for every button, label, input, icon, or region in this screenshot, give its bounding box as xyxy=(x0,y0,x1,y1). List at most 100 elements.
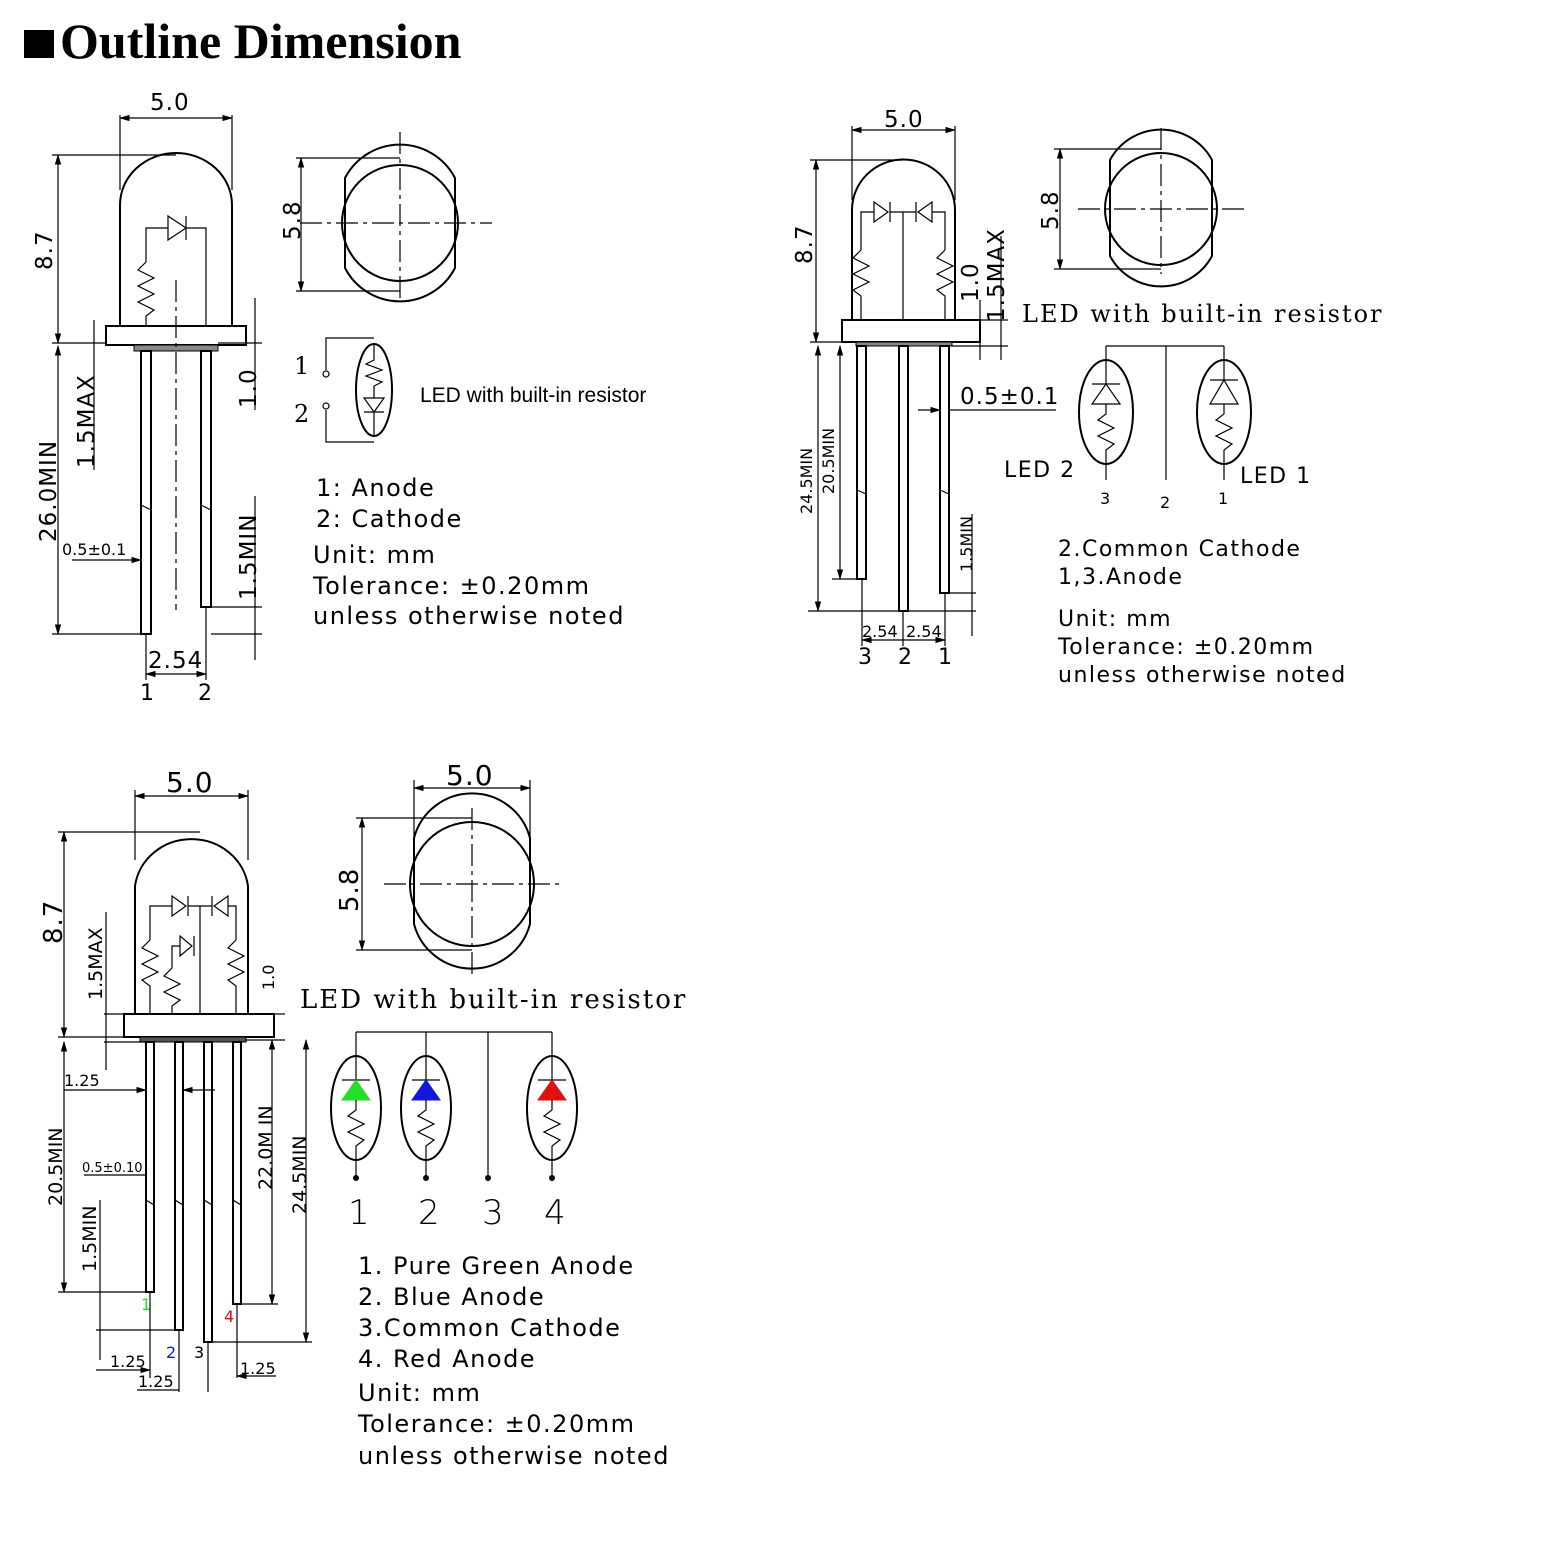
p2-top-view: 5.8 xyxy=(1038,128,1244,288)
p3-note-5: Tolerance: ±0.20mm xyxy=(357,1410,635,1438)
panel-1-two-pin-led: 5.0 8.7 1.5MAX 26.0MIN 0. xyxy=(32,90,646,706)
p1-1-5max-dim: 1.5MAX xyxy=(74,374,100,468)
p3-1-25-a: 1.25 xyxy=(110,1352,146,1371)
p1-schem-pin2: 2 xyxy=(294,400,311,428)
p3-schematic-label: LED with built-in resistor xyxy=(300,985,687,1015)
p3-1-25-c: 1.25 xyxy=(240,1359,276,1378)
p3-schem-pin1: 1 xyxy=(348,1193,370,1233)
p3-pin-2: 2 xyxy=(166,1343,176,1362)
p2-pin-2: 2 xyxy=(898,645,912,670)
p2-pitch-b: 2.54 xyxy=(906,622,942,641)
p2-top-dim: 5.8 xyxy=(1038,190,1064,230)
p2-led2-label: LED 2 xyxy=(1004,458,1076,483)
p1-top-view: 5.8 xyxy=(280,132,492,303)
p1-pin-1: 1 xyxy=(140,681,154,706)
p2-1-5max-dim: 1.5MAX xyxy=(984,228,1010,322)
resistor-symbol xyxy=(162,967,182,1014)
p3-note-1: 2. Blue Anode xyxy=(358,1283,545,1311)
p1-led-body xyxy=(119,152,233,326)
p3-schem-pin4: 4 xyxy=(544,1193,566,1233)
p1-schem-pin1: 1 xyxy=(294,352,311,380)
p3-1-0-dim: 1.0 xyxy=(259,965,278,990)
p2-note-3: Tolerance: ±0.20mm xyxy=(1057,635,1315,660)
p2-note-4: unless otherwise noted xyxy=(1058,663,1347,688)
p1-note-4: unless otherwise noted xyxy=(313,602,625,630)
p2-led1-label: LED 1 xyxy=(1240,464,1312,489)
p3-24-5min-dim: 24.5MIN xyxy=(289,1135,311,1214)
p3-pin-4: 4 xyxy=(224,1307,234,1326)
p2-width-dim: 5.0 xyxy=(884,107,924,133)
resistor-symbol xyxy=(226,939,246,1014)
panel-2-three-pin-led: 5.0 8.7 1.0 xyxy=(792,107,1384,688)
p2-lead-width-dim: 0.5±0.1 xyxy=(960,384,1059,410)
p1-note-0: 1: Anode xyxy=(316,474,435,502)
p1-top-dim: 5.8 xyxy=(280,200,306,240)
p3-1-5max-dim: 1.5MAX xyxy=(85,927,107,1000)
page-title: Outline Dimension xyxy=(60,13,462,69)
p1-1-0-dim: 1.0 xyxy=(236,368,262,408)
p1-pin-2: 2 xyxy=(198,681,212,706)
p3-height-dim: 8.7 xyxy=(39,900,69,944)
p3-top-width-dim: 5.0 xyxy=(446,759,494,792)
p3-22min-dim: 22.0M IN xyxy=(255,1105,277,1190)
p2-led-flange xyxy=(841,319,981,343)
p2-pitch-a: 2.54 xyxy=(862,622,898,641)
p1-26min-dim: 26.0MIN xyxy=(36,440,62,542)
p3-lead-width-dim: 0.5±0.10 xyxy=(82,1161,143,1176)
title-square-icon xyxy=(24,30,54,58)
p3-note-0: 1. Pure Green Anode xyxy=(358,1252,635,1280)
p3-pin-1: 1 xyxy=(141,1295,151,1314)
p2-schem-pin1: 1 xyxy=(1218,489,1228,508)
p1-height-dim: 8.7 xyxy=(32,230,58,270)
p3-20-5min-dim: 20.5MIN xyxy=(45,1127,67,1206)
p3-1-5min-dim: 1.5MIN xyxy=(79,1206,101,1272)
diode-symbol xyxy=(145,214,207,326)
p3-note-2: 3.Common Cathode xyxy=(358,1314,621,1342)
p2-led-body xyxy=(851,158,956,320)
p2-schem-pin3: 3 xyxy=(1100,489,1110,508)
resistor-symbol xyxy=(136,261,156,326)
resistor-symbol xyxy=(140,939,160,1014)
p3-1-25-top: 1.25 xyxy=(64,1071,100,1090)
diode-symbol xyxy=(149,894,237,1014)
p1-lead-width-dim: 0.5±0.1 xyxy=(62,540,126,559)
diode-symbol xyxy=(860,200,946,320)
panel-3-rgb-led: 5.0 8 xyxy=(39,759,687,1470)
p2-20-5min-dim: 20.5MIN xyxy=(819,428,838,494)
p3-1-25-b: 1.25 xyxy=(138,1372,174,1391)
p3-note-3: 4. Red Anode xyxy=(358,1345,536,1373)
p2-note-2: Unit: mm xyxy=(1058,607,1172,632)
p2-pin-1: 1 xyxy=(938,645,952,670)
p3-notes: 1. Pure Green Anode 2. Blue Anode 3.Comm… xyxy=(357,1252,670,1470)
resistor-symbol xyxy=(935,249,955,320)
p2-1-0-dim: 1.0 xyxy=(958,262,984,302)
p1-note-3: Tolerance: ±0.20mm xyxy=(312,572,590,600)
p3-top-dim: 5.8 xyxy=(335,868,365,912)
p1-pitch-dim: 2.54 xyxy=(148,648,203,674)
p1-note-2: Unit: mm xyxy=(313,541,436,569)
resistor-symbol xyxy=(851,249,871,320)
p3-led-body xyxy=(134,838,249,1014)
p3-note-6: unless otherwise noted xyxy=(358,1442,670,1470)
p3-schem-pin3: 3 xyxy=(482,1193,504,1233)
p1-note-1: 2: Cathode xyxy=(316,505,463,533)
p3-width-dim: 5.0 xyxy=(166,766,214,799)
p2-1-5min-dim: 1.5MIN xyxy=(957,516,976,572)
p1-width-dim: 5.0 xyxy=(150,90,190,116)
p3-note-4: Unit: mm xyxy=(358,1379,481,1407)
p2-height-dim: 8.7 xyxy=(792,224,818,264)
p3-led-flange xyxy=(123,1013,275,1038)
p3-schem-pin2: 2 xyxy=(418,1193,440,1233)
p1-notes: 1: Anode 2: Cathode Unit: mm Tolerance: … xyxy=(312,474,625,630)
p2-pin-3: 3 xyxy=(858,645,872,670)
p2-schematic xyxy=(1078,345,1252,480)
p2-schematic-label: LED with built-in resistor xyxy=(1022,300,1384,328)
p2-schem-pin2: 2 xyxy=(1160,493,1170,512)
p2-note-0: 2.Common Cathode xyxy=(1058,537,1301,562)
p2-note-1: 1,3.Anode xyxy=(1058,565,1183,590)
p1-schematic: 1 2 xyxy=(294,337,393,443)
p3-schematic xyxy=(330,1031,578,1181)
p2-24-5min-dim: 24.5MIN xyxy=(797,448,816,514)
p3-pin-3: 3 xyxy=(194,1343,204,1362)
